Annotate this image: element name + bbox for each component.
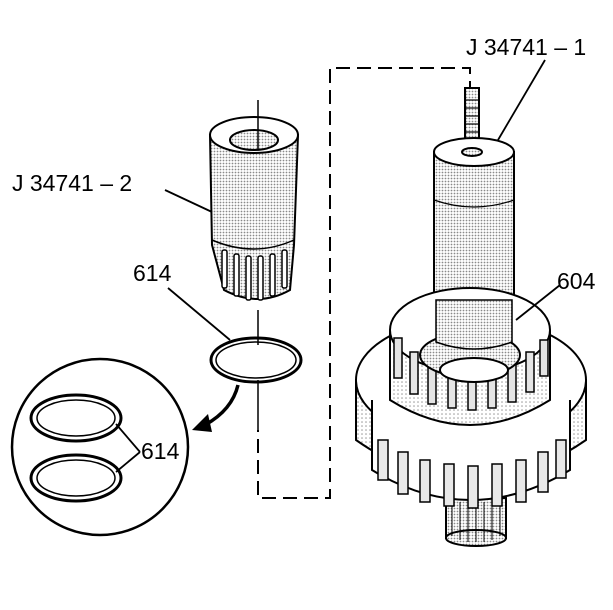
leader-604 <box>515 284 561 321</box>
label-assembly-604: 604 <box>557 268 596 294</box>
leader-614 <box>167 287 231 341</box>
seal-ring-614 <box>209 336 303 384</box>
leader-614-detail-a <box>115 423 141 453</box>
leader-j34741-2 <box>164 189 213 213</box>
detail-arrow <box>192 384 240 432</box>
label-tool-j34741-1: J 34741 – 1 <box>466 34 587 60</box>
label-ring-614: 614 <box>133 260 172 286</box>
label-tool-j34741-2: J 34741 – 2 <box>12 170 133 196</box>
leader-j34741-1 <box>497 59 546 141</box>
alignment-dashed-line <box>257 67 471 499</box>
detail-circle <box>10 357 190 537</box>
detail-ring-lower <box>29 453 123 503</box>
leader-lines <box>115 59 561 473</box>
detail-ring-upper <box>29 393 123 443</box>
drum-assembly-604 <box>355 287 587 547</box>
label-ring-614-detail: 614 <box>141 438 180 464</box>
leader-614-detail-b <box>115 451 141 473</box>
tool-j34741-2 <box>208 100 300 430</box>
